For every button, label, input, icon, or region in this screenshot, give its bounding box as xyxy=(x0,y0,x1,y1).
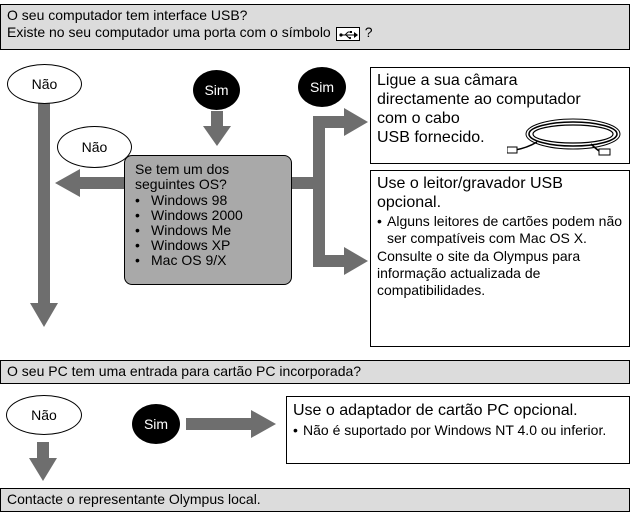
arrow-sim-down-head xyxy=(203,126,231,146)
arrow-right-top-shaft xyxy=(313,116,346,128)
question-usb-line1: O seu computador tem interface USB? xyxy=(7,7,248,23)
usb-direct-box: Ligue a sua câmara directamente ao compu… xyxy=(370,67,630,164)
usb-reader-note: Consulte o site da Olympus para informaç… xyxy=(377,248,581,298)
nao-oval-1: Não xyxy=(7,64,82,104)
arrow-right-bottom-shaft xyxy=(313,255,346,267)
os-question-title: Se tem um dos seguintes OS? xyxy=(135,161,230,192)
usb-direct-line1: Ligue a sua câmara xyxy=(377,72,518,89)
os-item: Windows Me xyxy=(135,223,281,238)
os-item: Windows 2000 xyxy=(135,208,281,223)
nao-oval-3: Não xyxy=(6,395,82,435)
arrow-pc-nao-shaft xyxy=(37,442,49,459)
arrow-left-shaft xyxy=(78,177,133,189)
question-usb-bar: O seu computador tem interface USB? Exis… xyxy=(0,4,630,50)
arrow-left-head xyxy=(55,169,80,197)
arrow-pc-nao-head xyxy=(29,458,57,481)
bullet-icon: • xyxy=(293,422,298,438)
usb-direct-line4: USB fornecido. xyxy=(377,129,485,146)
os-list: Windows 98 Windows 2000 Windows Me Windo… xyxy=(135,193,281,268)
usb-direct-line3: com o cabo xyxy=(377,110,460,127)
usb-reader-bullet: Alguns leitores de cartões podem não ser… xyxy=(387,213,623,246)
pccard-adapter-bullet: Não é suportado por Windows NT 4.0 ou in… xyxy=(303,422,607,438)
arrow-right-vertical xyxy=(313,116,325,267)
arrow-right-stem xyxy=(288,177,319,189)
usb-reader-box: Use o leitor/gravador USB opcional. • Al… xyxy=(370,170,630,347)
arrow-right-top-head xyxy=(344,108,368,136)
bullet-icon: • xyxy=(377,213,382,229)
sim-circle-3: Sim xyxy=(132,404,180,444)
pccard-adapter-title: Use o adaptador de cartão PC opcional. xyxy=(293,402,578,419)
os-item: Mac OS 9/X xyxy=(135,253,281,268)
usb-cable-icon xyxy=(506,114,625,163)
os-item: Windows 98 xyxy=(135,193,281,208)
arrow-right-bottom-head xyxy=(344,247,368,275)
arrow-sim-down-shaft xyxy=(211,111,223,128)
question-pccard-text: O seu PC tem uma entrada para cartão PC … xyxy=(7,363,362,379)
arrow-left-down-shaft xyxy=(38,95,50,303)
arrow-pc-sim-shaft xyxy=(186,418,253,430)
os-item: Windows XP xyxy=(135,238,281,253)
question-pccard-bar: O seu PC tem uma entrada para cartão PC … xyxy=(0,360,630,384)
usb-symbol-icon xyxy=(335,26,360,41)
nao-oval-2: Não xyxy=(57,126,132,168)
sim-circle-1: Sim xyxy=(193,70,240,110)
usb-reader-title: Use o leitor/gravador USB opcional. xyxy=(377,175,563,211)
question-usb-line2: Existe no seu computador uma porta com o… xyxy=(7,24,331,40)
arrow-pc-sim-head xyxy=(251,410,276,438)
os-question-box: Se tem um dos seguintes OS? Windows 98 W… xyxy=(124,155,292,285)
usb-direct-line2: directamente ao computador xyxy=(377,91,581,108)
sim-circle-2: Sim xyxy=(298,67,346,107)
contact-olympus-bar: Contacte o representante Olympus local. xyxy=(0,488,630,512)
arrow-left-down-head xyxy=(30,303,58,327)
contact-olympus-text: Contacte o representante Olympus local. xyxy=(7,491,261,507)
question-usb-line2-end: ? xyxy=(364,24,373,40)
pccard-adapter-box: Use o adaptador de cartão PC opcional. •… xyxy=(286,396,630,464)
